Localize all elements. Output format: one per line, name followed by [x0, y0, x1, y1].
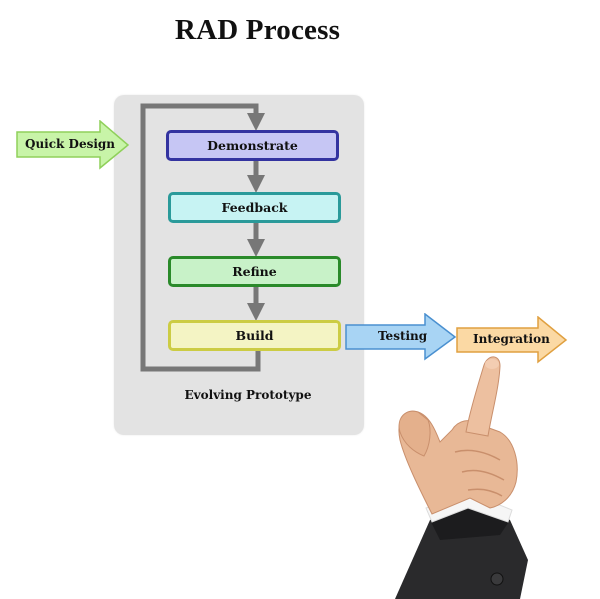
step-demonstrate: Demonstrate — [166, 130, 339, 161]
testing-label: Testing — [378, 329, 428, 343]
integration-label: Integration — [473, 332, 550, 346]
cufflink — [490, 572, 504, 586]
quick-design-arrow: Quick Design — [16, 120, 130, 170]
loop-connector — [140, 103, 265, 372]
integration-arrow: Integration — [456, 316, 568, 364]
index-finger — [465, 356, 501, 437]
step-build: Build — [168, 320, 341, 351]
step-feedback: Feedback — [168, 192, 341, 223]
quick-design-label: Quick Design — [25, 137, 116, 151]
thumb — [398, 410, 431, 457]
panel-label: Evolving Prototype — [184, 388, 312, 402]
step-refine: Refine — [168, 256, 341, 287]
page-title: RAD Process — [174, 14, 341, 46]
testing-arrow: Testing — [345, 313, 457, 361]
